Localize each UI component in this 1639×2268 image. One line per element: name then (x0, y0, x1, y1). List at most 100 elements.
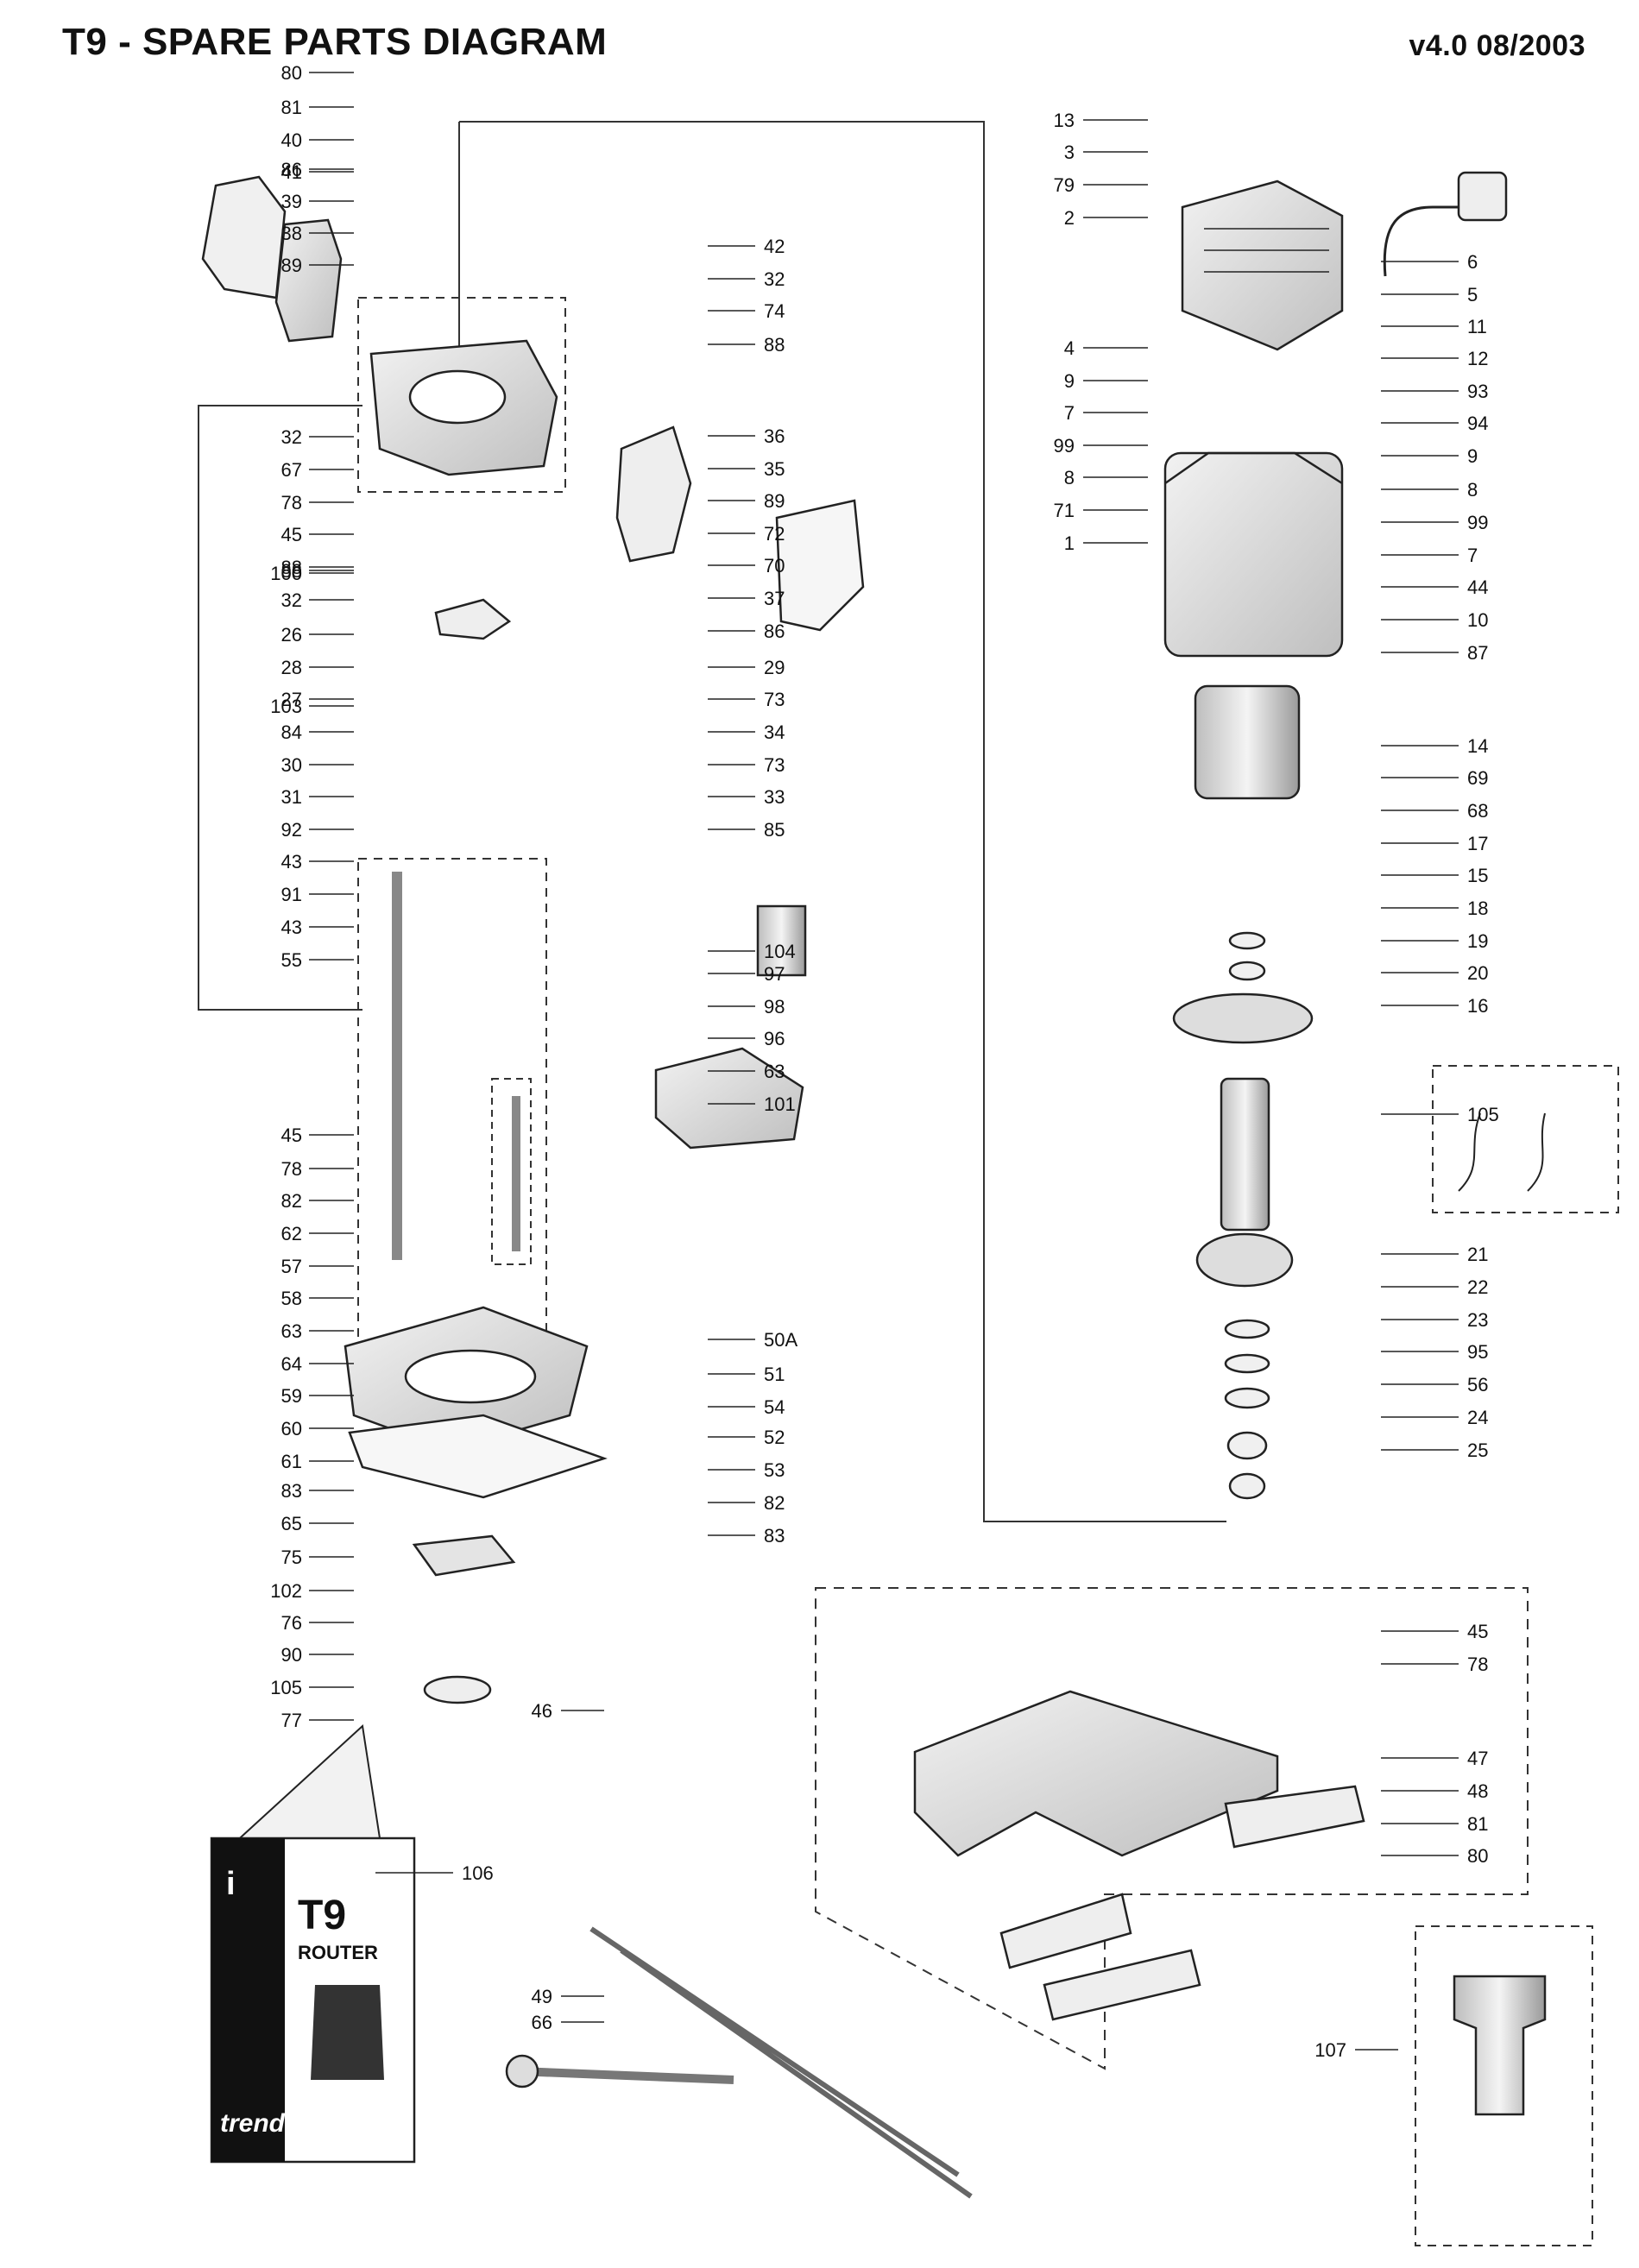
motor-leads (1458, 1112, 1546, 1192)
callout-19: 19 (1467, 930, 1488, 952)
callout-37: 37 (764, 588, 785, 609)
callout-47: 47 (1467, 1748, 1488, 1769)
callout-9: 9 (1064, 370, 1075, 392)
callout-90: 90 (281, 1644, 302, 1666)
plug (1457, 171, 1508, 222)
callout-25: 25 (1467, 1440, 1488, 1461)
callout-32: 32 (764, 268, 785, 290)
callout-80: 80 (1467, 1845, 1488, 1867)
callout-80: 80 (281, 62, 302, 84)
callout-86: 86 (764, 621, 785, 642)
callout-97: 97 (764, 963, 785, 985)
callout-79: 79 (1054, 174, 1075, 196)
callout-74: 74 (764, 300, 785, 322)
callout-86: 86 (281, 159, 302, 180)
callout-88: 88 (281, 560, 302, 582)
callout-17: 17 (1467, 833, 1488, 854)
callout-76: 76 (281, 1612, 302, 1634)
callout-53: 53 (764, 1459, 785, 1481)
callout-95: 95 (1467, 1341, 1488, 1363)
callout-64: 64 (281, 1353, 302, 1375)
callout-24: 24 (1467, 1407, 1488, 1428)
fence-cheek-48 (1224, 1785, 1365, 1849)
top-cover (1181, 180, 1344, 351)
manual-brand: trend (220, 2109, 286, 2138)
callout-81: 81 (281, 97, 302, 118)
callout-32: 32 (281, 589, 302, 611)
callout-83: 83 (764, 1525, 785, 1547)
callout-62: 62 (281, 1223, 302, 1244)
callout-14: 14 (1467, 735, 1488, 757)
callout-34: 34 (764, 721, 785, 743)
callout-6: 6 (1467, 251, 1478, 273)
callout-60: 60 (281, 1418, 302, 1440)
callout-11: 11 (1467, 316, 1487, 337)
callout-67: 67 (281, 459, 302, 481)
guide-bush-105 (423, 1675, 492, 1704)
callout-33: 33 (764, 786, 785, 808)
manual-model: T9 (298, 1893, 346, 1938)
callout-38: 38 (281, 223, 302, 244)
fan (1195, 1232, 1294, 1288)
callout-28: 28 (281, 657, 302, 678)
callout-63: 63 (764, 1061, 785, 1082)
motor-assembly (1163, 171, 1546, 1500)
callout-5: 5 (1467, 284, 1478, 306)
callout-45: 45 (281, 524, 302, 545)
callout-2: 2 (1064, 207, 1075, 229)
switch-36 (615, 425, 692, 563)
leads-box (1432, 1065, 1619, 1213)
top-collar-box (357, 297, 566, 493)
callout-48: 48 (1467, 1780, 1488, 1802)
callout-91: 91 (281, 884, 302, 905)
callout-21: 21 (1467, 1244, 1488, 1265)
spanner-66 (517, 2067, 734, 2084)
motor-frame-line (459, 121, 1226, 1522)
dust-adaptor-96 (654, 1047, 804, 1150)
callout-55: 55 (281, 949, 302, 971)
callout-105: 105 (270, 1677, 302, 1698)
fence-box (815, 1587, 1529, 2070)
callout-93: 93 (1467, 381, 1488, 402)
callout-18: 18 (1467, 898, 1488, 919)
callout-26: 26 (281, 624, 302, 646)
callout-66: 66 (532, 2012, 552, 2033)
callout-7: 7 (1467, 545, 1478, 566)
callout-84: 84 (281, 721, 302, 743)
callout-27: 27 (281, 689, 302, 710)
callout-22: 22 (1467, 1276, 1488, 1298)
callout-9: 9 (1467, 445, 1478, 467)
motor-housing (1163, 451, 1344, 658)
callout-39: 39 (281, 191, 302, 212)
dust-spout-97 (756, 904, 807, 977)
callout-92: 92 (281, 819, 302, 841)
manual-info-glyph: i (226, 1866, 236, 1902)
instruction-manual-106: i T9 ROUTER trend (210, 1724, 416, 2164)
callout-57: 57 (281, 1256, 302, 1277)
guide-rods-49 (589, 1926, 973, 2199)
callout-23: 23 (1467, 1309, 1488, 1331)
cover-fins (1204, 228, 1329, 273)
handle-39 (201, 175, 287, 299)
callout-31: 31 (281, 786, 302, 808)
base-opening (404, 1349, 537, 1404)
guide-bush-plate-75 (412, 1534, 516, 1577)
callout-15: 15 (1467, 865, 1488, 886)
callout-72: 72 (764, 523, 785, 545)
callout-43: 43 (281, 917, 302, 938)
callout-20: 20 (1467, 962, 1488, 984)
callout-35: 35 (764, 458, 785, 480)
callout-87: 87 (1467, 642, 1488, 664)
manual-router-image (311, 1985, 384, 2080)
callout-labels: 8081404186393889326778458888100322628278… (270, 62, 1498, 2061)
callout-82: 82 (281, 1190, 302, 1212)
baffle-16 (1172, 992, 1314, 1044)
callout-50A: 50A (764, 1329, 797, 1351)
callout-85: 85 (764, 819, 785, 841)
callout-83: 83 (281, 1480, 302, 1502)
callout-99: 99 (1467, 512, 1488, 533)
switch-cover-37 (775, 499, 865, 632)
callout-61: 61 (281, 1451, 302, 1472)
column-box-inner (491, 1078, 532, 1265)
